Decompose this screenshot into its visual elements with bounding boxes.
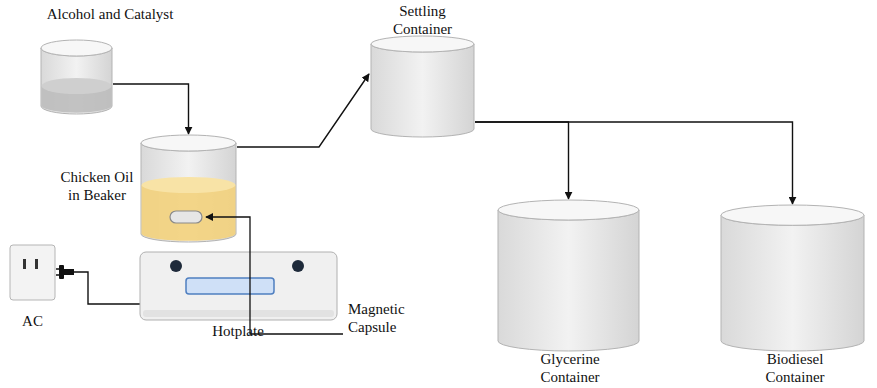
flow-arrow — [475, 122, 793, 204]
node-label: Glycerine Container — [520, 350, 620, 386]
flow-arrow — [237, 74, 369, 147]
container: Biodiesel Container — [715, 200, 875, 386]
shape-outline — [5, 240, 80, 345]
node-label: Chicken Oil in Beaker — [60, 168, 134, 204]
node-label: Settling Container — [380, 2, 465, 38]
callout-label: Magnetic Capsule — [348, 300, 428, 336]
power-cord — [74, 272, 140, 304]
hotplate: Hotplate — [138, 250, 340, 345]
node-label: AC — [5, 312, 60, 330]
container: Glycerine Container — [490, 195, 650, 386]
node-label: Alcohol and Catalyst — [10, 5, 210, 23]
node-label: Biodiesel Container — [745, 350, 845, 386]
node-label: Hotplate — [178, 322, 298, 340]
ac-outlet: AC — [5, 240, 80, 345]
flow-arrow — [113, 84, 189, 134]
container: Alcohol and Catalyst — [10, 5, 210, 117]
leader-line — [206, 217, 343, 334]
magnetic-capsule — [170, 211, 202, 223]
container: Chicken Oil in Beaker — [60, 130, 240, 245]
container: Settling Container — [365, 2, 480, 142]
flow-arrow — [475, 122, 569, 199]
